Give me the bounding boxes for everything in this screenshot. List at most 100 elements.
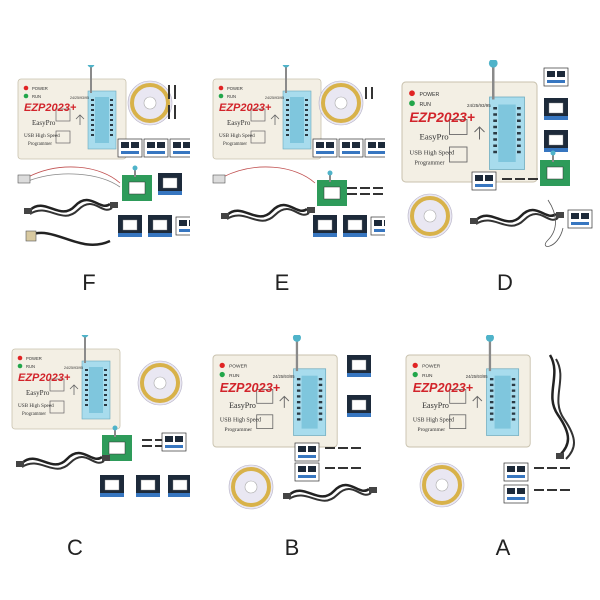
variant-b-image: POWER RUN 24/25/93/95 EZP2023+ EasyPro U… — [212, 333, 379, 511]
cd-disc — [406, 192, 454, 240]
cd-disc — [227, 463, 275, 511]
adapter-board-pins — [294, 442, 361, 482]
variant-a[interactable]: POWER RUN 24/25/93/95 EZP2023+ EasyPro U… — [400, 333, 580, 560]
line1-label: USB High Speed — [219, 133, 255, 139]
test-clip-wire — [222, 166, 316, 184]
brand-label: EasyPro — [32, 119, 56, 127]
usb-cable — [14, 451, 112, 470]
variant-e-image: POWER RUN 24/25/93/95 EZP2023+ EasyPro U… — [212, 60, 396, 238]
usb-cable — [22, 198, 120, 217]
variant-a-image: POWER RUN 24/25/93/95 EZP2023+ EasyPro U… — [405, 333, 575, 509]
line2-label: Programmer — [418, 427, 446, 433]
brand-label: EasyPro — [420, 132, 450, 142]
ribbon-cable — [25, 230, 111, 247]
adapter-boards-row — [312, 138, 390, 158]
brand-label: EasyPro — [227, 119, 251, 127]
variant-f-image: POWER RUN 24/25/93/95 EZP2023+ EasyPro U… — [17, 60, 201, 247]
cd-disc — [126, 79, 174, 127]
cd-disc — [317, 79, 365, 127]
test-clip-wire — [27, 166, 121, 184]
power-label: POWER — [26, 356, 42, 361]
variant-label: E — [274, 270, 290, 295]
cd-disc — [418, 461, 466, 509]
variant-label: F — [82, 270, 96, 295]
variant-c-image: POWER RUN 24/25/93/95 EZP2023+ EasyPro U… — [11, 330, 193, 498]
adapter-board-pins — [503, 462, 570, 504]
variant-label: D — [497, 270, 513, 295]
programmer-device: POWER RUN 24/25/93/95 EZP2023+ EasyPro U… — [17, 60, 127, 160]
line1-label: USB High Speed — [24, 133, 60, 139]
programmer-device: POWER RUN 24/25/93/95 EZP2023+ EasyPro U… — [212, 60, 322, 160]
run-label: RUN — [32, 94, 41, 99]
line2-label: Programmer — [225, 427, 253, 433]
adapter-boards-column — [346, 354, 372, 418]
variant-d[interactable]: POWER RUN 24/25/93/95 EZP2023+ EasyPro U… — [398, 58, 593, 295]
usb-cable — [468, 208, 566, 227]
adapter-boards-bottom — [312, 214, 396, 238]
power-label: POWER — [422, 364, 441, 370]
small-adapter — [567, 209, 593, 229]
pin-strips — [365, 87, 373, 99]
pin-strips — [168, 85, 176, 119]
run-label: RUN — [26, 364, 35, 369]
small-adapter — [161, 432, 187, 452]
adapter-boards-bottom — [117, 214, 201, 238]
run-label: RUN — [229, 373, 240, 379]
line2-label: Programmer — [415, 161, 445, 167]
programmer-device: POWER RUN 24/25/93/95 EZP2023+ EasyPro U… — [11, 330, 121, 430]
line2-label: Programmer — [223, 142, 247, 147]
test-clip — [17, 174, 31, 184]
model-label: EZP2023+ — [18, 372, 71, 384]
usb-cable-coiled — [548, 354, 575, 460]
run-label: RUN — [420, 102, 432, 108]
variant-label: A — [495, 535, 511, 560]
line2-label: Programmer — [28, 142, 52, 147]
brand-label: EasyPro — [422, 401, 449, 410]
model-label: EZP2023+ — [219, 102, 272, 114]
brand-label: EasyPro — [26, 389, 50, 397]
green-programmer-board — [316, 170, 348, 207]
usb-cable — [219, 203, 317, 222]
socket-label: 24/25/93/95 — [466, 374, 488, 379]
variant-label: B — [284, 535, 300, 560]
line1-label: USB High Speed — [410, 150, 456, 157]
line1-label: USB High Speed — [413, 418, 454, 424]
model-label: EZP2023+ — [220, 381, 281, 395]
power-label: POWER — [227, 86, 243, 91]
pin-strips-row — [347, 187, 383, 195]
brand-label: EasyPro — [229, 401, 256, 410]
model-label: EZP2023+ — [413, 381, 474, 395]
power-label: POWER — [420, 92, 440, 98]
adapter-boards-row — [117, 138, 195, 158]
power-label: POWER — [229, 364, 248, 370]
socket-label: 24/25/93/95 — [70, 96, 89, 100]
power-label: POWER — [32, 86, 48, 91]
test-clip — [212, 174, 226, 184]
run-label: RUN — [227, 94, 236, 99]
programmer-device: POWER RUN 24/25/93/95 EZP2023+ EasyPro U… — [405, 333, 531, 448]
socket-label: 24/25/93/95 — [265, 96, 284, 100]
variant-e[interactable]: POWER RUN 24/25/93/95 EZP2023+ EasyPro U… — [205, 60, 396, 295]
variant-f[interactable]: POWER RUN 24/25/93/95 EZP2023+ EasyPro U… — [10, 60, 201, 295]
adapter-boards-bottom — [99, 474, 193, 498]
variant-label: C — [67, 535, 83, 560]
variant-d-image: POWER RUN 24/25/93/95 EZP2023+ EasyPro U… — [401, 58, 593, 247]
socket-label: 24/25/93/95 — [467, 103, 491, 108]
line1-label: USB High Speed — [220, 418, 261, 424]
green-programmer-board — [539, 150, 571, 187]
line1-label: USB High Speed — [18, 403, 54, 409]
socket-label: 24/25/93/95 — [273, 374, 295, 379]
test-clip-wire — [545, 199, 564, 247]
socket-label: 24/25/93/95 — [64, 366, 83, 370]
model-label: EZP2023+ — [410, 110, 475, 125]
usb-cable — [281, 483, 379, 502]
dark-adapter-board — [157, 172, 183, 196]
green-programmer-board — [121, 165, 153, 202]
variant-b[interactable]: POWER RUN 24/25/93/95 EZP2023+ EasyPro U… — [205, 333, 385, 560]
cd-disc — [136, 359, 184, 407]
variant-c[interactable]: POWER RUN 24/25/93/95 EZP2023+ EasyPro U… — [10, 330, 193, 560]
line2-label: Programmer — [22, 412, 46, 417]
programmer-device: POWER RUN 24/25/93/95 EZP2023+ EasyPro U… — [212, 333, 338, 448]
adapter-boards-column — [543, 67, 569, 153]
programmer-device: POWER RUN 24/25/93/95 EZP2023+ EasyPro U… — [401, 58, 538, 183]
